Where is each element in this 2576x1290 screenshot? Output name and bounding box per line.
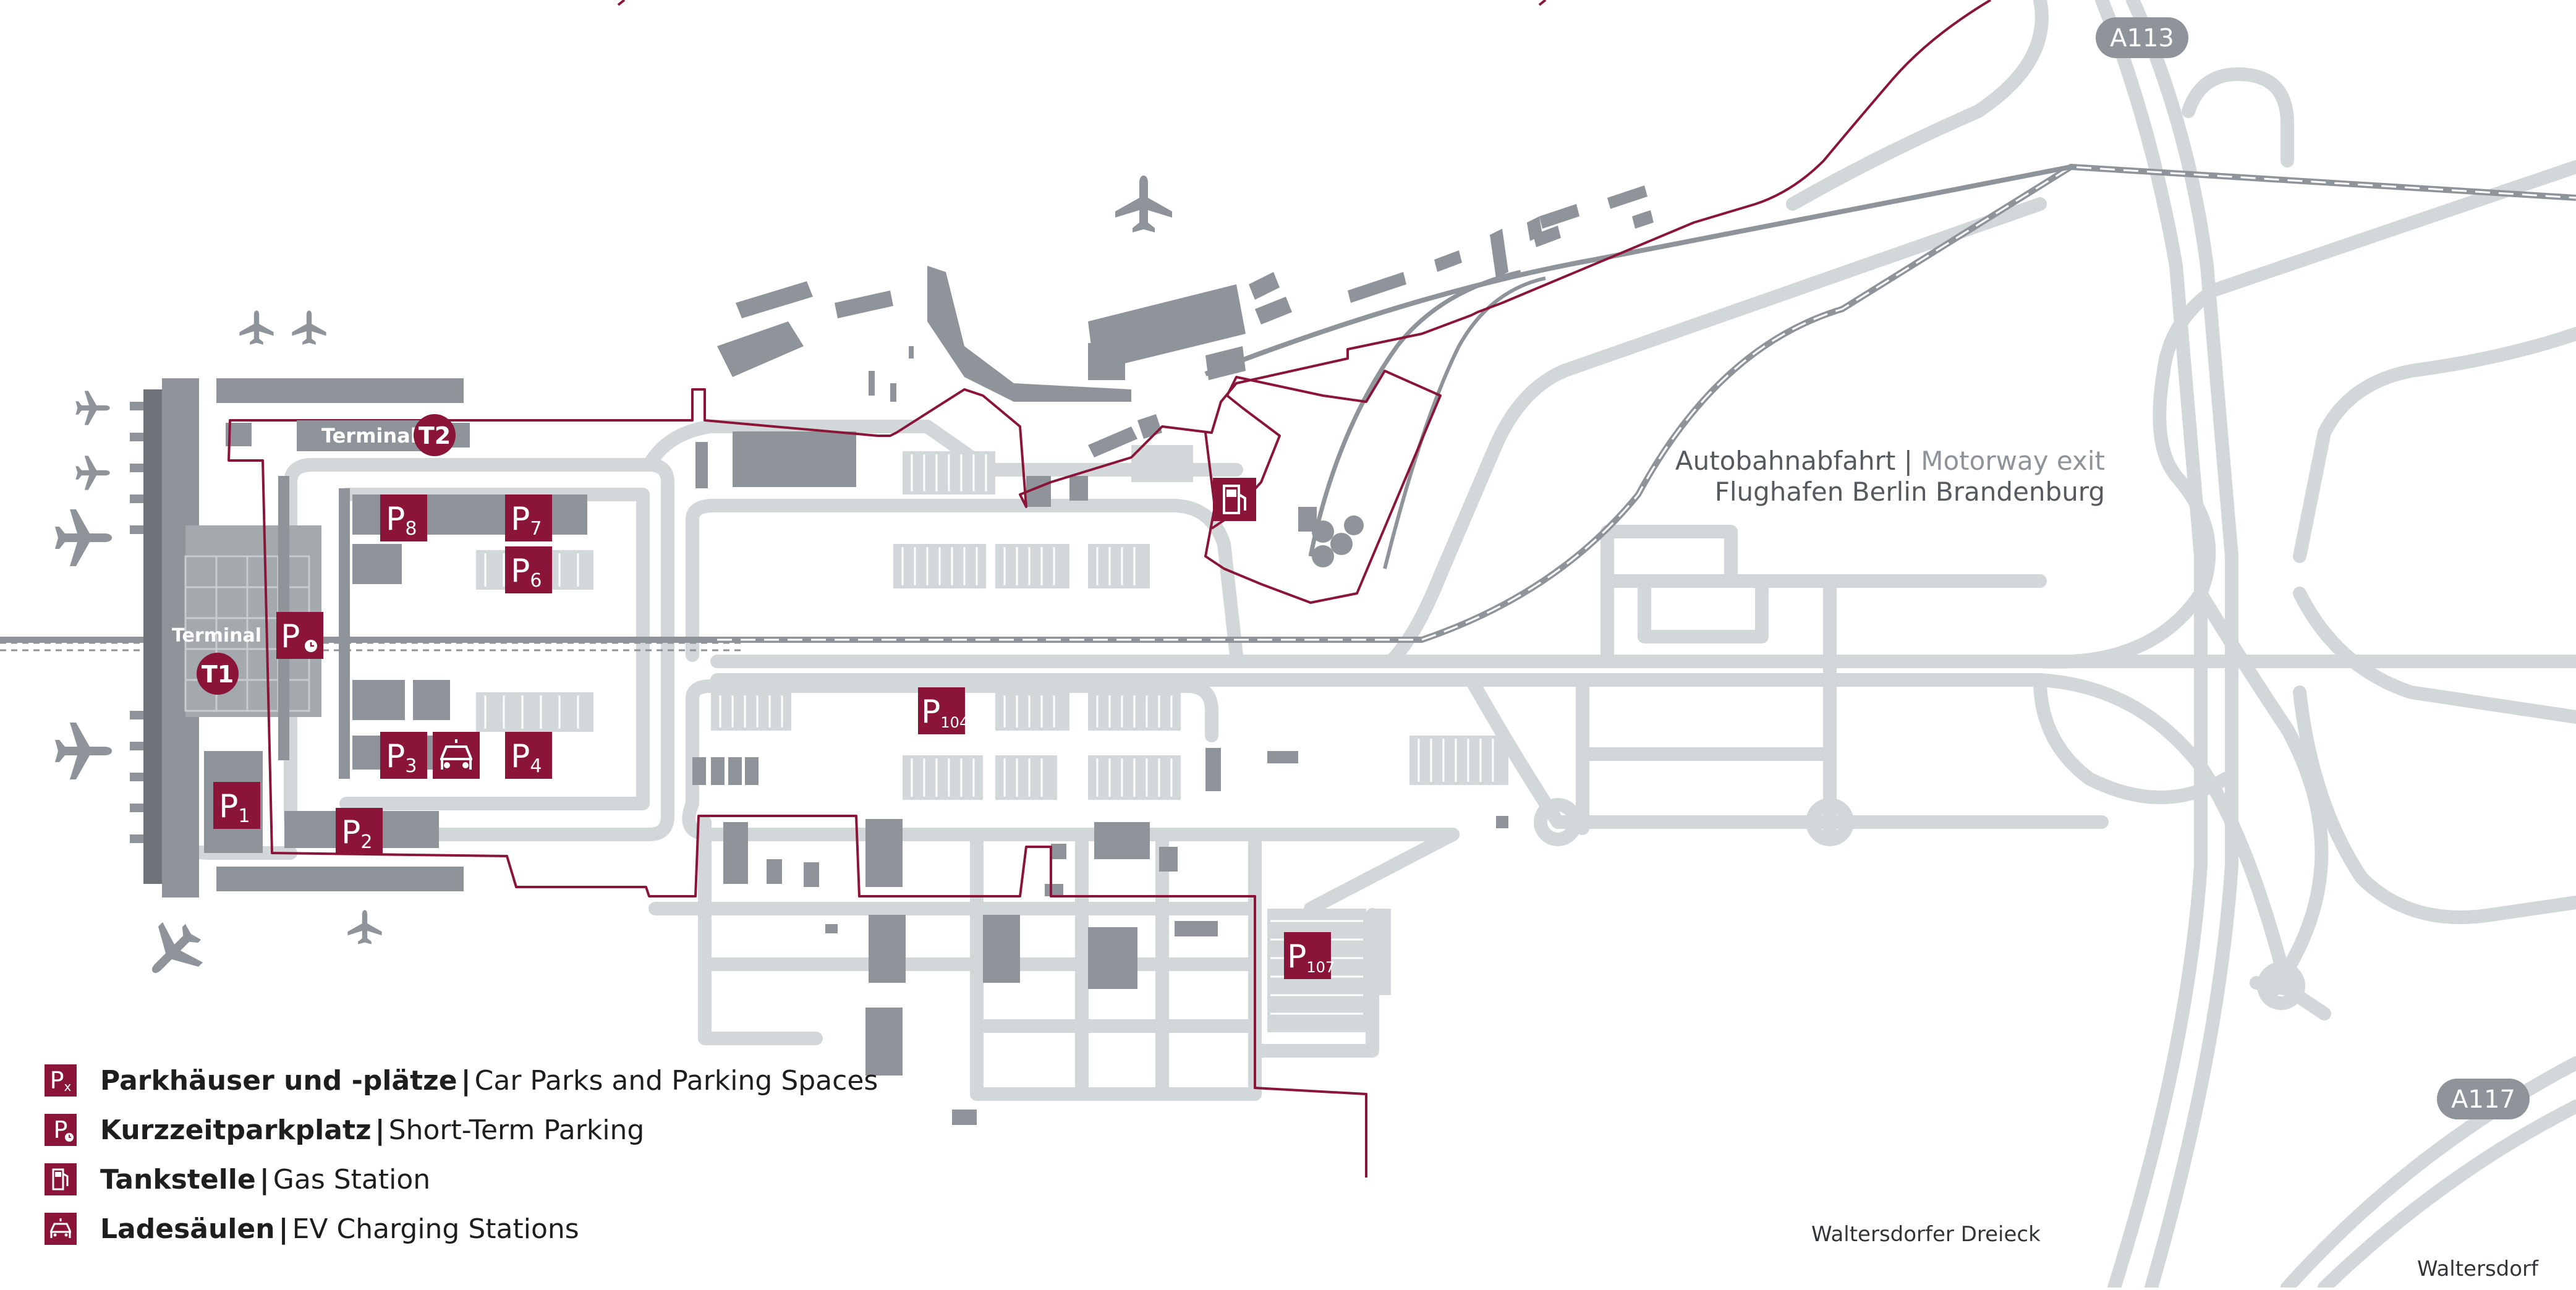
short-term-parking-icon: P: [45, 1114, 77, 1146]
parking-badge-p107[interactable]: P107: [1284, 932, 1335, 979]
svg-text:P7: P7: [511, 501, 542, 540]
parking-badge-p104[interactable]: P104: [918, 687, 969, 734]
airplane-icon: [55, 723, 112, 779]
parking-badge-p2[interactable]: P2: [336, 808, 383, 855]
motorway-exit-label: Autobahnabfahrt | Motorway exit Flughafe…: [1675, 446, 2105, 507]
parking-badge-p6[interactable]: P6: [505, 546, 552, 593]
airplane-icon: [55, 509, 112, 566]
legend-item-short-term-parking: P Kurzzeitparkplatz|Short-Term Parking: [45, 1105, 878, 1155]
svg-text:P6: P6: [511, 553, 542, 592]
gas-station-icon: [45, 1163, 77, 1195]
gas-station-badge[interactable]: [1213, 478, 1256, 521]
parking-badge-p4[interactable]: P4: [505, 732, 552, 779]
ev-charging-badge[interactable]: [433, 732, 480, 779]
svg-text:P8: P8: [386, 501, 417, 540]
highway-shield-a113: A113: [2096, 17, 2188, 58]
gas-station-icon: [1223, 485, 1246, 514]
short-term-parking-badge[interactable]: P: [276, 612, 323, 659]
airplane-icon: [132, 911, 214, 993]
highway-shield-a117: A117: [2437, 1079, 2530, 1119]
legend-label: Ladesäulen|EV Charging Stations: [100, 1213, 579, 1245]
svg-text:P4: P4: [511, 738, 542, 777]
buildings: [130, 185, 1654, 1125]
clock-icon: [65, 1133, 74, 1142]
svg-text:P3: P3: [386, 738, 417, 777]
parking-badges: P1 P2 P3 P4 P6 P7 P8 P104: [213, 478, 1335, 979]
terminal-t1[interactable]: Terminal T1: [172, 625, 261, 695]
place-label-waltersdorf: Waltersdorf: [2417, 1257, 2539, 1281]
airplane-icon: [347, 910, 382, 944]
terminal-t2[interactable]: Terminal T2: [297, 414, 456, 456]
legend-item-ev-charging: Ladesäulen|EV Charging Stations: [45, 1204, 878, 1254]
ev-charging-icon: [440, 739, 472, 770]
highway-label: A117: [2451, 1085, 2515, 1114]
parking-lots: [476, 445, 1508, 1032]
airplane-icon: [239, 310, 274, 345]
airplane-icon: [75, 391, 110, 425]
svg-text:P: P: [281, 618, 300, 655]
ev-charging-icon: [45, 1213, 77, 1245]
motorway-exit-line-1: Autobahnabfahrt | Motorway exit: [1675, 446, 2105, 476]
parking-lot-stripes: [484, 454, 1494, 1015]
terminal-label: Terminal: [321, 424, 417, 448]
parking-badge-p1[interactable]: P1: [213, 782, 260, 829]
terminal-label: Terminal: [172, 625, 261, 647]
boundary-route: [227, 0, 1992, 1178]
motorway-exit-name: Flughafen Berlin Brandenburg: [1715, 477, 2105, 507]
airplane-icon: [75, 456, 110, 490]
svg-text:P2: P2: [341, 814, 372, 853]
legend-label: Kurzzeitparkplatz|Short-Term Parking: [100, 1114, 645, 1146]
parking-badge-p8[interactable]: P8: [380, 494, 427, 541]
legend-label: Tankstelle|Gas Station: [100, 1163, 431, 1195]
airplane-icon: [1115, 176, 1172, 232]
svg-text:P1: P1: [219, 788, 250, 827]
svg-text:P107: P107: [1287, 938, 1335, 976]
terminal-badge: T2: [419, 422, 451, 449]
highway-label: A113: [2110, 24, 2174, 53]
rail-lines: [0, 163, 2576, 651]
airplane-icon: [292, 310, 326, 345]
legend-label: Parkhäuser und -plätze|Car Parks and Par…: [100, 1064, 878, 1097]
terminal-badge: T1: [202, 661, 234, 688]
place-label-waltersdorfer-dreieck: Waltersdorfer Dreieck: [1811, 1222, 2041, 1247]
svg-text:P104: P104: [921, 694, 969, 731]
legend-item-gas-station: Tankstelle|Gas Station: [45, 1155, 878, 1204]
parking-badge-p3[interactable]: P3: [380, 732, 427, 779]
parking-badge-p7[interactable]: P7: [505, 494, 552, 541]
